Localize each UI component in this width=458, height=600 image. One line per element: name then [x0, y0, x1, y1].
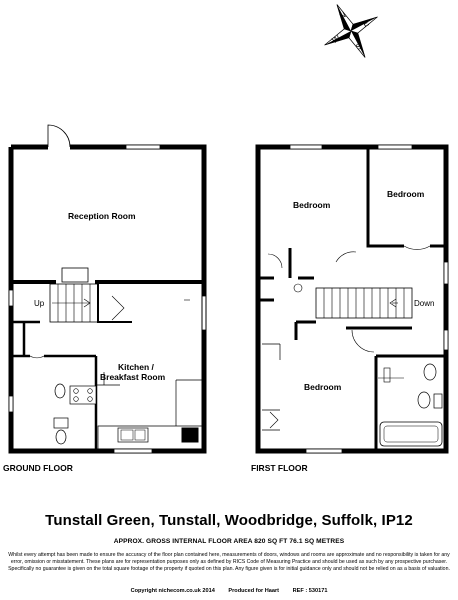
- reception-room-label: Reception Room: [68, 211, 136, 221]
- credits-line: Copyright nichecom.co.uk 2014 Produced f…: [0, 588, 458, 594]
- property-address: Tunstall Green, Tunstall, Woodbridge, Su…: [45, 512, 413, 529]
- disclaimer-text: Whilst every attempt has been made to en…: [8, 552, 450, 573]
- floor-plan: N E S W: [3, 4, 449, 473]
- first-floor-heading: FIRST FLOOR: [251, 463, 308, 473]
- bedroom-2-label: Bedroom: [387, 189, 425, 199]
- first-floor-plan: [255, 144, 449, 454]
- bedroom-1-label: Bedroom: [293, 200, 331, 210]
- compass-w: W: [331, 34, 342, 46]
- stairs-down-label: Down: [414, 299, 434, 308]
- stairs-up-label: Up: [34, 299, 45, 308]
- compass-rose: N E S W: [324, 4, 378, 58]
- compass-n: N: [338, 10, 348, 21]
- compass-s: S: [354, 41, 363, 51]
- ground-floor-heading: GROUND FLOOR: [3, 463, 73, 473]
- kitchen-label-line2: Breakfast Room: [100, 372, 166, 382]
- copyright-text: Copyright nichecom.co.uk 2014: [130, 588, 215, 594]
- bedroom-3-label: Bedroom: [304, 382, 342, 392]
- compass-e: E: [361, 18, 370, 28]
- reference-text: REF : 530171: [292, 588, 328, 594]
- kitchen-label-line1: Kitchen /: [118, 362, 155, 372]
- produced-for-text: Produced for Haart: [228, 588, 280, 594]
- floor-area: APPROX. GROSS INTERNAL FLOOR AREA 820 SQ…: [113, 538, 345, 545]
- ground-floor-plan: [8, 124, 207, 454]
